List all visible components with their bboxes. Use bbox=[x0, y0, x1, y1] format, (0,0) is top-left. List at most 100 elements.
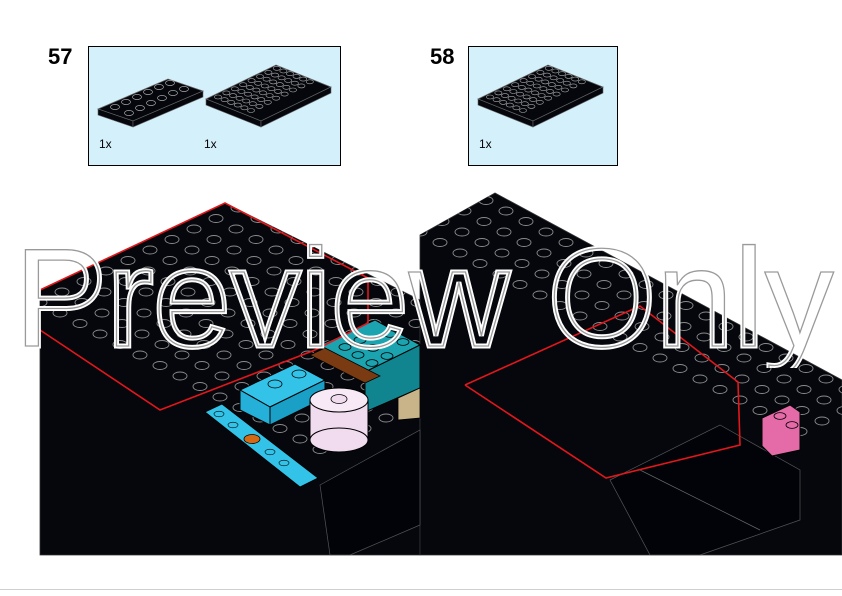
stud bbox=[419, 165, 433, 173]
stud bbox=[431, 89, 445, 97]
stud bbox=[235, 95, 244, 101]
stud bbox=[40, 277, 50, 286]
stud bbox=[381, 173, 395, 181]
stud bbox=[537, 93, 546, 98]
stud bbox=[257, 152, 271, 160]
stud bbox=[304, 308, 320, 318]
stud bbox=[827, 71, 841, 79]
stud bbox=[615, 141, 629, 149]
stud bbox=[666, 206, 682, 216]
stud bbox=[715, 144, 729, 152]
stud bbox=[778, 353, 794, 363]
stud bbox=[780, 332, 796, 342]
stud bbox=[567, 204, 581, 212]
stud bbox=[571, 162, 585, 170]
stud bbox=[188, 203, 204, 213]
stud bbox=[509, 89, 518, 94]
stud bbox=[267, 86, 276, 92]
stud bbox=[756, 364, 772, 373]
stud bbox=[833, 8, 842, 16]
stud bbox=[244, 91, 252, 97]
stud bbox=[389, 89, 403, 97]
stud bbox=[687, 267, 701, 275]
stud bbox=[494, 90, 503, 96]
stud bbox=[691, 225, 705, 233]
stud bbox=[390, 287, 406, 297]
stud bbox=[653, 183, 667, 191]
stud bbox=[487, 113, 501, 121]
stud bbox=[800, 343, 816, 352]
tan-brick bbox=[397, 387, 421, 421]
stud bbox=[383, 152, 397, 160]
stud bbox=[821, 134, 835, 142]
stud bbox=[40, 235, 54, 244]
stud bbox=[80, 235, 96, 244]
stud bbox=[675, 123, 689, 131]
stud bbox=[365, 120, 379, 128]
stud bbox=[774, 395, 790, 405]
recess-left bbox=[319, 429, 421, 556]
stud bbox=[619, 50, 633, 58]
stud bbox=[280, 91, 289, 97]
stud bbox=[60, 224, 76, 234]
stud bbox=[525, 155, 539, 163]
stud bbox=[547, 82, 556, 87]
stud bbox=[489, 141, 503, 149]
stud bbox=[527, 134, 541, 142]
stud bbox=[549, 75, 558, 81]
orange-tile bbox=[243, 434, 261, 444]
stud bbox=[635, 102, 649, 110]
stud bbox=[529, 162, 543, 170]
stud bbox=[348, 287, 364, 297]
stud bbox=[236, 361, 252, 370]
stud bbox=[787, 50, 801, 58]
stud bbox=[372, 256, 388, 265]
stud bbox=[836, 193, 842, 195]
stud bbox=[832, 227, 842, 237]
stud bbox=[328, 277, 344, 286]
stud bbox=[584, 193, 600, 195]
stud bbox=[275, 183, 289, 191]
stud bbox=[76, 277, 92, 286]
highlight-outline-step58 bbox=[464, 305, 741, 479]
stud bbox=[204, 256, 220, 265]
stud bbox=[571, 76, 580, 82]
stud bbox=[741, 92, 755, 100]
stud bbox=[65, 183, 79, 191]
stud bbox=[820, 353, 836, 363]
stud bbox=[62, 203, 78, 213]
stud bbox=[352, 245, 368, 255]
stud bbox=[814, 196, 830, 205]
stud bbox=[388, 308, 404, 318]
stud bbox=[449, 120, 463, 128]
stud bbox=[794, 193, 810, 195]
stud bbox=[552, 301, 568, 310]
stud bbox=[289, 87, 297, 93]
stud bbox=[819, 155, 833, 163]
stud bbox=[518, 217, 534, 226]
stud bbox=[140, 266, 156, 276]
stud bbox=[154, 340, 170, 349]
stud bbox=[727, 18, 741, 26]
stud bbox=[553, 81, 567, 89]
stud bbox=[790, 227, 806, 237]
stud bbox=[349, 68, 363, 76]
stud bbox=[829, 50, 842, 58]
stud bbox=[618, 269, 634, 279]
stud bbox=[551, 152, 565, 160]
stud bbox=[292, 214, 308, 223]
stud bbox=[263, 99, 272, 105]
stud bbox=[533, 120, 547, 128]
stud bbox=[418, 214, 420, 223]
stud bbox=[672, 364, 688, 373]
stud bbox=[551, 68, 560, 74]
stud bbox=[172, 371, 188, 381]
stud bbox=[242, 298, 258, 307]
stud bbox=[775, 176, 789, 184]
stud bbox=[224, 266, 240, 276]
stud bbox=[527, 183, 541, 191]
page-footer-rule bbox=[0, 589, 842, 590]
stud bbox=[511, 131, 525, 139]
stud bbox=[146, 203, 162, 213]
stud bbox=[194, 361, 210, 370]
